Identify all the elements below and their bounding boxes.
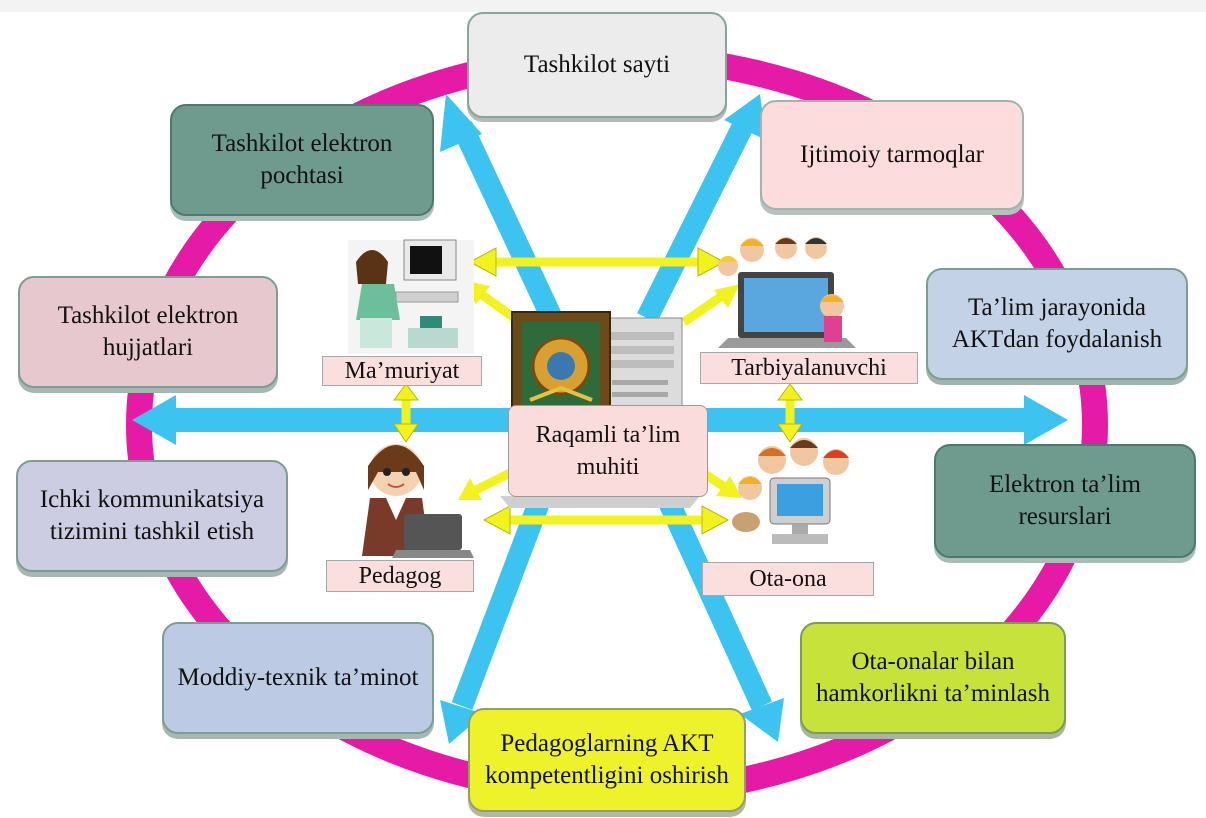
box-elektron-pochta: Tashkilot elektron pochtasi [170,104,434,216]
box-ota-onalar-hamkorlik: Ota-onalar bilan hamkorlikni ta’minlash [800,622,1066,734]
label-mamuriyat-text: Ma’muriyat [344,357,460,384]
box-ijtimoiy-tarmoqlar: Ijtimoiy tarmoqlar [760,100,1024,210]
family-with-computer-icon [732,438,849,544]
teacher-with-laptop-icon [362,444,474,558]
box-pedagoglarning-akt-text: Pedagoglarning AKT kompetentligini oshir… [485,729,729,790]
box-talim-jarayonida-akt: Ta’lim jarayonida AKTdan foydalanish [926,268,1188,380]
yellow-arrow-tarbiyalanuvchi-ota-ona [777,383,803,443]
label-ota-ona-text: Ota-ona [749,565,827,592]
yellow-arrow-mamuriyat-pedagog [393,383,419,443]
box-talim-jarayonida-akt-text: Ta’lim jarayonida AKTdan foydalanish [951,293,1163,354]
yellow-arrow-center-to-ota-ona [699,468,742,498]
administrator-at-computer-icon [348,239,474,354]
box-moddiy-texnik: Moddiy-texnik ta’minot [162,622,434,734]
box-elektron-pochta-text: Tashkilot elektron pochtasi [211,129,393,190]
box-ijtimoiy-tarmoqlar-text: Ijtimoiy tarmoqlar [800,140,984,168]
blue-arrow-to-ota-onalar [657,495,784,742]
center-title: Raqamli ta’lim muhiti [535,421,681,480]
yellow-arrow-pedagog-ota-ona [482,505,730,535]
box-elektron-hujjatlar: Tashkilot elektron hujjatlari [18,276,278,388]
label-tarbiyalanuvchi: Tarbiyalanuvchi [700,352,918,384]
box-pedagoglarning-akt: Pedagoglarning AKT kompetentligini oshir… [468,708,746,812]
yellow-arrow-center-to-tarbiyalanuvchi [681,284,740,326]
box-ichki-kommunikatsiya: Ichki kommunikatsiya tizimini tashkil et… [16,460,288,572]
emblem-icon [511,311,611,423]
box-elektron-talim-resurslari-text: Elektron ta’lim resurslari [988,470,1142,531]
center-box: Raqamli ta’lim muhiti [508,405,708,497]
box-tashkilot-sayti: Tashkilot sayti [467,12,727,118]
label-pedagog: Pedagog [326,560,474,592]
label-pedagog-text: Pedagog [358,562,442,589]
label-mamuriyat: Ma’muriyat [322,356,482,386]
box-moddiy-texnik-text: Moddiy-texnik ta’minot [177,663,419,691]
box-ichki-kommunikatsiya-text: Ichki kommunikatsiya tizimini tashkil et… [39,485,265,546]
label-ota-ona: Ota-ona [702,562,874,596]
children-with-laptop-icon [718,237,856,348]
blue-arrow-to-elektron-pochta [440,94,562,323]
top-strip [0,0,1206,12]
box-tashkilot-sayti-text: Tashkilot sayti [523,50,671,78]
box-ota-onalar-hamkorlik-text: Ota-onalar bilan hamkorlikni ta’minlash [816,647,1050,708]
box-elektron-talim-resurslari: Elektron ta’lim resurslari [934,444,1196,558]
blue-arrow-to-ijtimoiy-tarmoqlar [637,94,766,323]
yellow-arrow-mamuriyat-tarbiyalanuvchi [468,247,726,277]
label-tarbiyalanuvchi-text: Tarbiyalanuvchi [731,354,887,381]
box-elektron-hujjatlar-text: Tashkilot elektron hujjatlari [57,301,239,362]
